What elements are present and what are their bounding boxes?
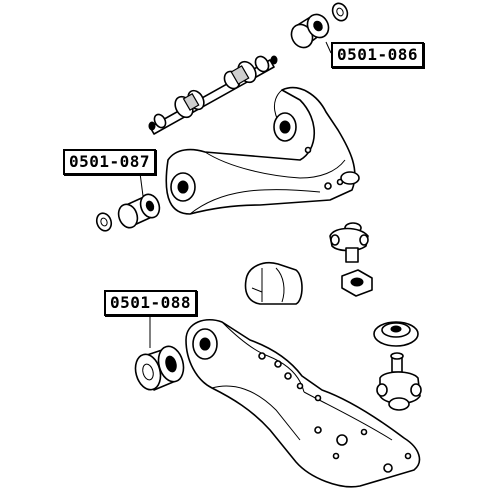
part-number-label-088: 0501-088: [104, 290, 198, 316]
upper-rear-bushing: [290, 13, 330, 49]
upper-front-bushing: [117, 193, 161, 229]
lower-ball-joint-boot: [373, 321, 419, 347]
upper-ball-joint: [329, 222, 369, 263]
part-number-label-087: 0501-087: [63, 149, 157, 175]
upper-arm-shaft: [148, 55, 278, 135]
leader-087: [139, 172, 144, 197]
lower-ball-joint: [376, 352, 422, 411]
lower-arm-bushing: [134, 345, 185, 391]
upper-front-washer: [95, 212, 113, 232]
upper-ball-joint-nut: [341, 269, 373, 297]
leader-086: [325, 41, 332, 54]
part-number-label-086: 0501-086: [331, 42, 425, 68]
upper-rear-washer: [331, 2, 349, 22]
upper-control-arm: [165, 87, 360, 215]
bump-stop: [244, 262, 303, 305]
lower-control-arm: [185, 318, 421, 488]
